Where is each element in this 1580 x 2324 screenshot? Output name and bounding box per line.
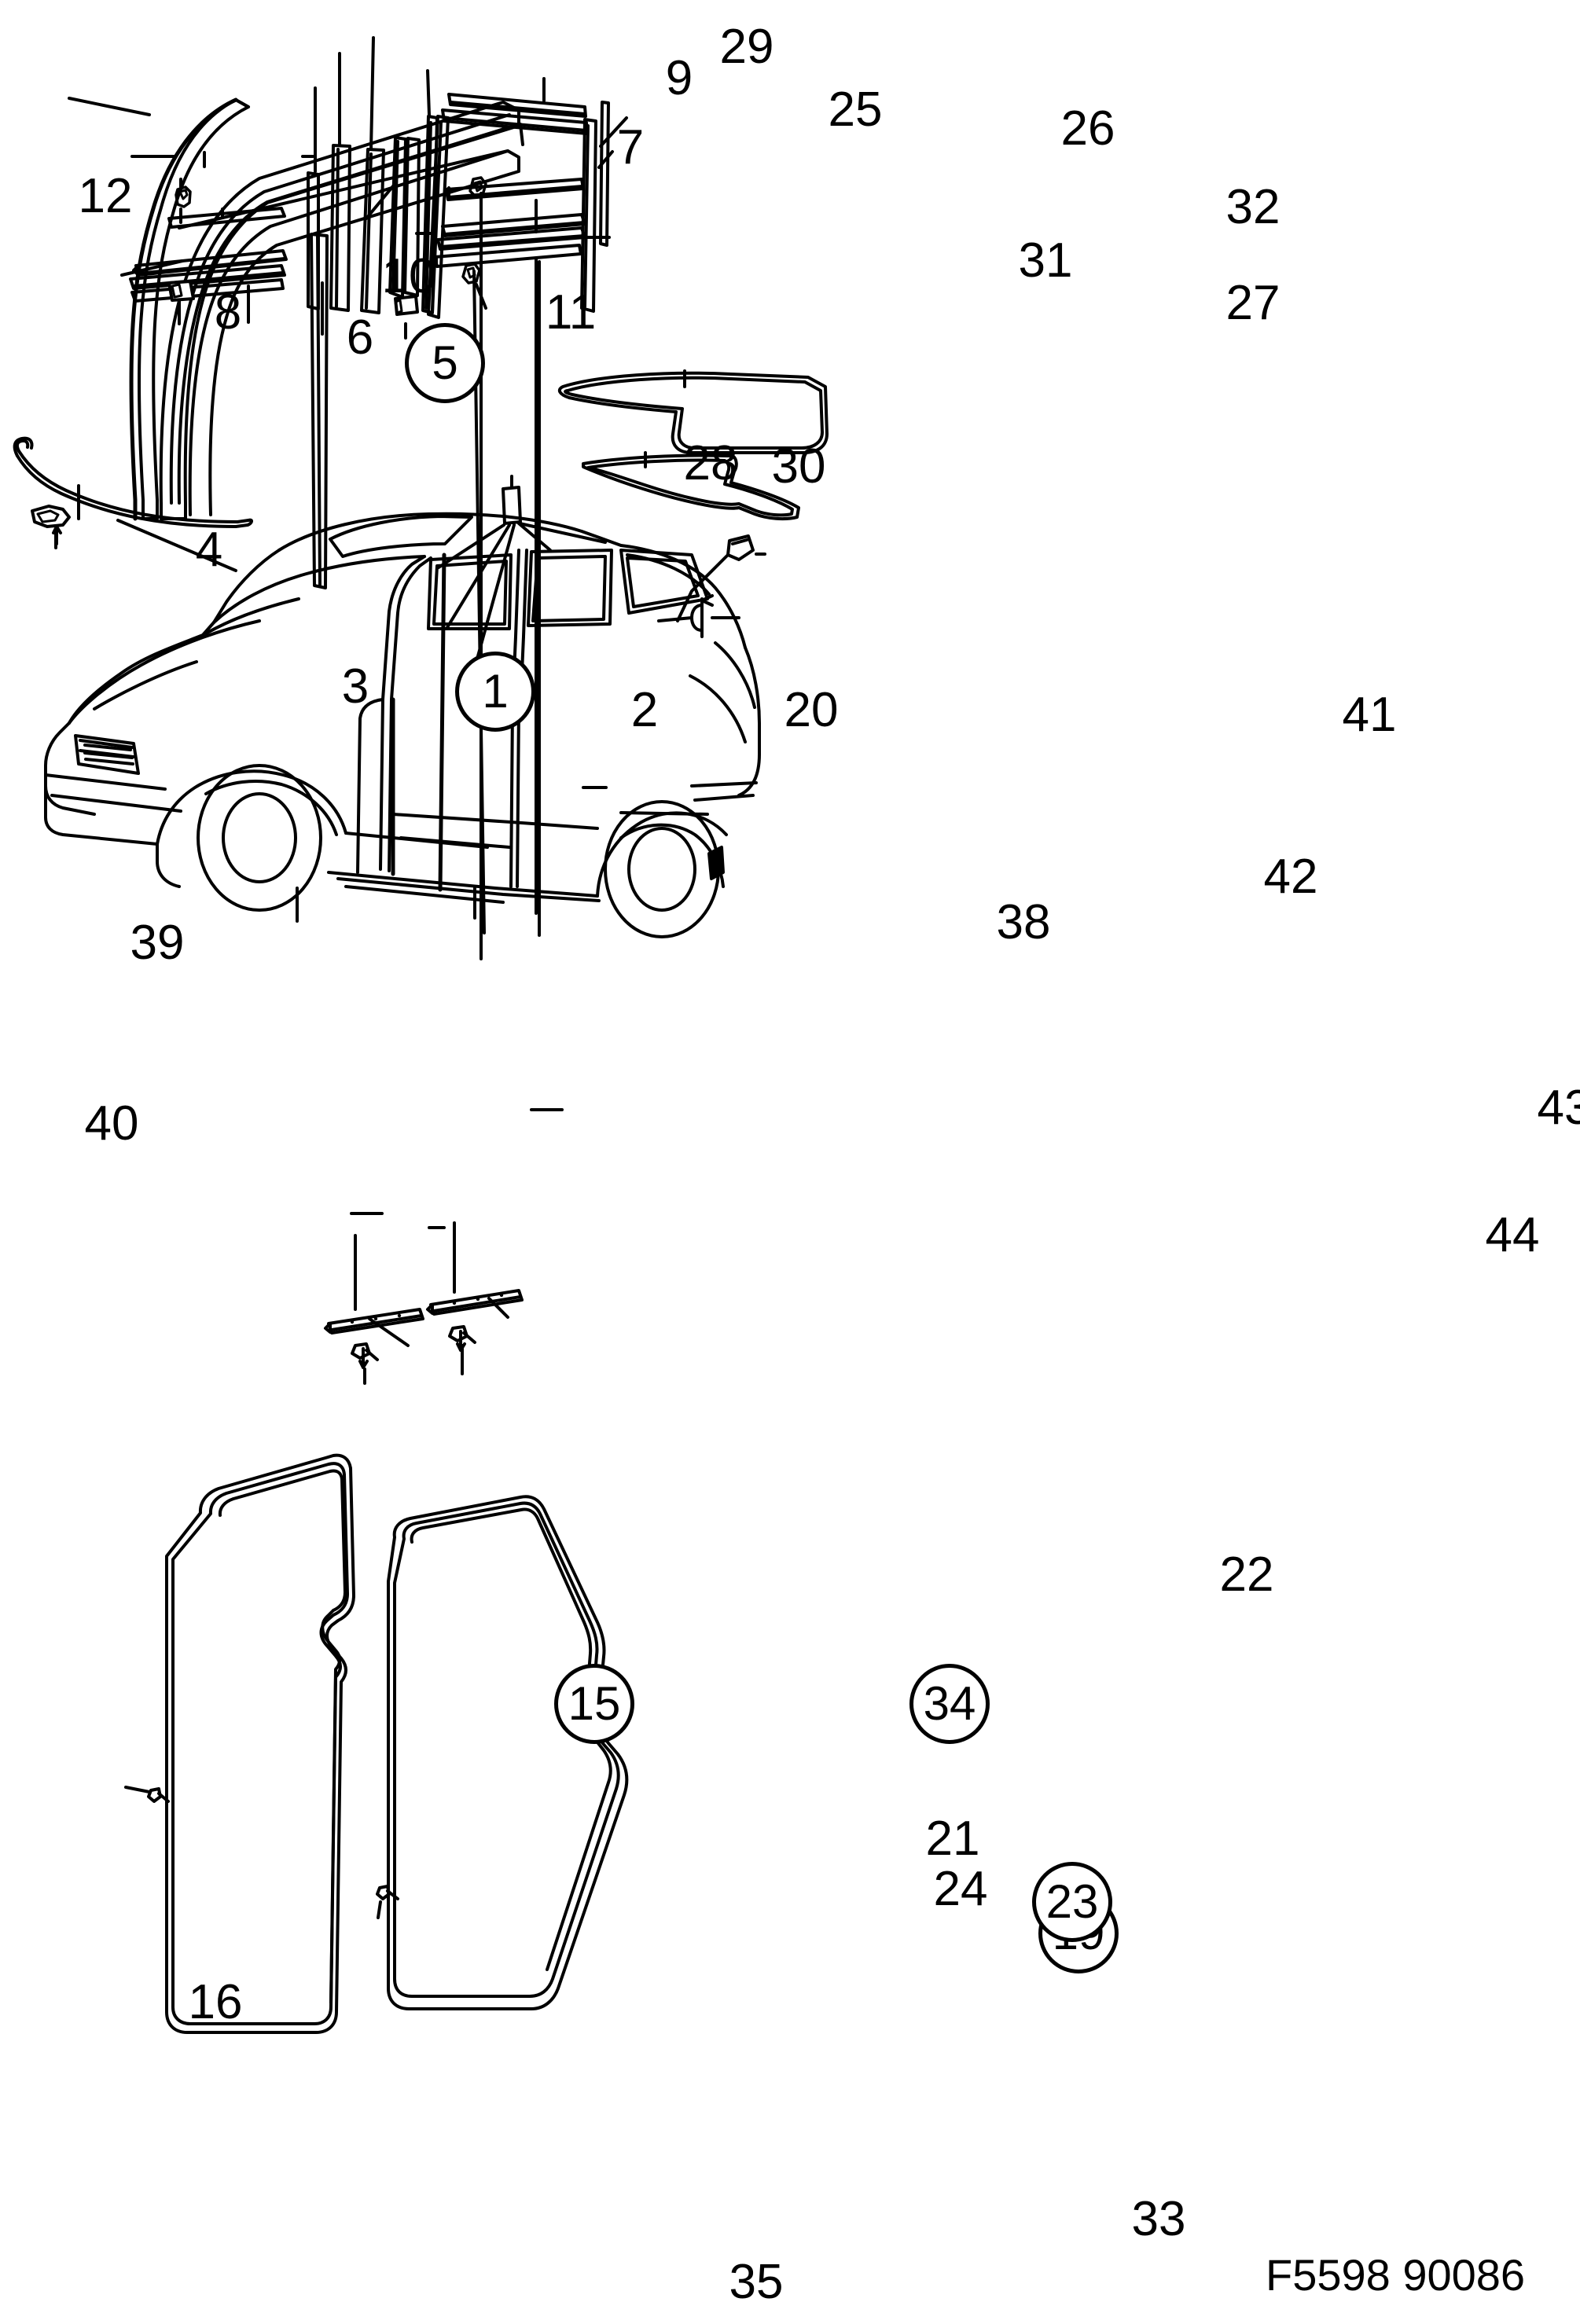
callout-30: 30: [771, 439, 826, 494]
callout-32: 32: [1225, 180, 1281, 234]
part-9-strip: [329, 144, 351, 312]
callout-16: 16: [188, 1975, 243, 2029]
callout-12: 12: [78, 169, 133, 223]
callout-38: 38: [996, 895, 1051, 949]
callout-3: 3: [341, 659, 369, 714]
part-42-seal: [582, 453, 800, 521]
leader-door-seals: [296, 887, 476, 923]
callout-25: 25: [828, 83, 883, 137]
callout-22: 22: [1219, 1547, 1274, 1602]
callout-9: 9: [665, 51, 693, 105]
leader-ticks-rear: [475, 195, 611, 310]
leader-lines-group-front: [68, 52, 341, 336]
callout-6: 6: [346, 310, 374, 365]
part-26-strip: [447, 93, 587, 118]
callout-5: 5: [405, 323, 485, 403]
callout-43: 43: [1537, 1081, 1580, 1135]
callout-23: 23: [1032, 1862, 1112, 1942]
part-41-seal: [557, 371, 829, 454]
leader-lines-group-rear: [472, 77, 628, 960]
callout-2: 2: [630, 683, 659, 737]
callout-29: 29: [719, 20, 774, 74]
callout-28: 28: [683, 436, 738, 490]
leader-mouldings: [354, 1221, 509, 1385]
leader-39-40: [54, 484, 237, 572]
part-34-door-seal: [387, 1495, 629, 2010]
callout-8: 8: [214, 285, 242, 340]
callout-1: 1: [455, 652, 535, 732]
callout-31: 31: [1018, 233, 1073, 288]
part-7-strip: [307, 171, 320, 310]
part-39-moulding: [13, 436, 253, 528]
part-21-clip: [461, 263, 481, 285]
callout-24: 24: [933, 1862, 988, 1916]
diagram-footer-code: F5598 90086: [1266, 2250, 1526, 2300]
callout-35: 35: [729, 2255, 784, 2309]
part-40-clip: [31, 505, 71, 545]
callout-11: 11: [545, 285, 597, 340]
part-29-strip: [360, 148, 385, 314]
part-19-strip: [430, 244, 582, 268]
callout-39: 39: [130, 916, 185, 970]
part-38-clip-and-leaders: [437, 475, 607, 709]
callout-26: 26: [1060, 101, 1115, 156]
part-44-plug: [657, 594, 740, 638]
part-36-moulding: [426, 1289, 524, 1316]
car-callout-leaders: [350, 1108, 564, 1229]
callout-33: 33: [1131, 2192, 1186, 2246]
part-30-strip: [403, 137, 421, 297]
part-43-moulding: [676, 534, 766, 622]
callout-4: 4: [195, 523, 223, 577]
callout-40: 40: [84, 1096, 139, 1151]
part-13-seal: [438, 553, 446, 892]
callout-10: 10: [381, 249, 436, 303]
part-1-lower-strip: [129, 264, 286, 290]
part-5-glass-run: [178, 149, 509, 229]
callout-20: 20: [784, 683, 839, 737]
callout-41: 41: [1342, 688, 1397, 742]
part-3-strip-clip: [130, 278, 285, 303]
part-6-clip: [175, 185, 192, 208]
part-27-rail: [599, 101, 610, 247]
part-15-door-seal: [165, 1453, 355, 2034]
part-35-clip: [376, 1885, 399, 1919]
part-18-clip: [351, 1342, 379, 1369]
callout-15: 15: [554, 1664, 634, 1744]
rear-window-left-rail: [427, 115, 450, 319]
part-20-block: [394, 295, 419, 340]
part-12-frame-seal: [129, 97, 250, 521]
callout-21: 21: [925, 1812, 980, 1866]
part-32-rail: [580, 118, 597, 313]
callout-27: 27: [1225, 276, 1281, 330]
part-16-clip: [124, 1786, 170, 1803]
callout-44: 44: [1485, 1208, 1540, 1262]
callout-34: 34: [909, 1664, 990, 1744]
callout-7: 7: [616, 120, 645, 174]
callout-42: 42: [1263, 850, 1318, 904]
part-23-strip: [443, 178, 585, 201]
leader-41-42: [644, 369, 686, 468]
part-weatherstrip-bar-upper: [167, 207, 286, 229]
